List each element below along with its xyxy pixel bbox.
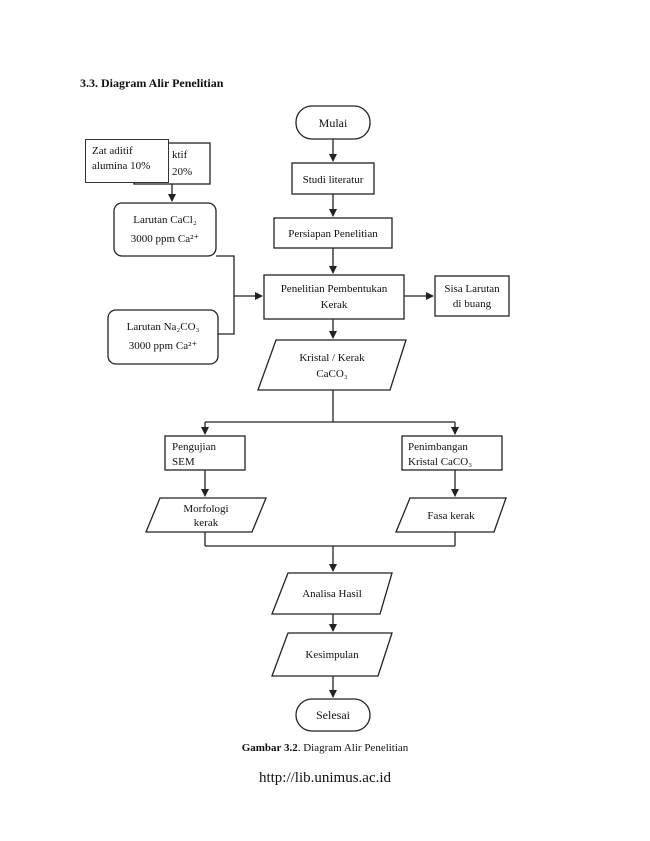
node-mulai-label: Mulai (319, 116, 348, 130)
node-larutan-cacl2: Larutan CaCl₂ 3000 ppm Ca²⁺ (113, 202, 217, 257)
node-sem-label-2: SEM (172, 456, 195, 468)
node-analisa-hasil: Analisa Hasil (271, 572, 393, 615)
node-morfologi-kerak: Morfologi kerak (145, 497, 267, 533)
node-fasa-label: Fasa kerak (427, 510, 475, 522)
node-mulai: Mulai (295, 105, 371, 140)
node-fasa-kerak: Fasa kerak (395, 497, 507, 533)
node-pembentukan-label-2: Kerak (321, 299, 348, 311)
node-morfologi-label-1: Morfologi (183, 503, 228, 515)
node-zat-aditif-front: Zat aditif alumina 10% (85, 139, 169, 183)
node-naco-label-1: Larutan Na₂CO₃ (127, 321, 200, 333)
node-persiapan: Persiapan Penelitian (273, 217, 393, 249)
node-aditif-back-label-2: 20% (172, 166, 192, 178)
node-sisa-larutan: Sisa Larutan di buang (434, 275, 510, 317)
node-penimbangan-label-2: Kristal CaCO₃ (408, 456, 472, 468)
node-cacl-label-1: Larutan CaCl₂ (133, 214, 197, 226)
node-aditif-front-label-2: alumina 10% (92, 160, 151, 172)
node-sisa-label-1: Sisa Larutan (444, 283, 500, 295)
node-persiapan-label: Persiapan Penelitian (288, 228, 378, 240)
node-morfologi-label-2: kerak (194, 517, 219, 529)
node-penimbangan-label-1: Penimbangan (408, 441, 468, 453)
node-larutan-na2co3: Larutan Na₂CO₃ 3000 ppm Ca²⁺ (107, 309, 219, 365)
node-penimbangan: Penimbangan Kristal CaCO₃ (401, 435, 503, 471)
node-pembentukan-label-1: Penelitian Pembentukan (281, 283, 388, 295)
node-aditif-back-label-1: ktif (172, 149, 188, 161)
figure-caption-label: Gambar 3.2 (241, 742, 298, 754)
section-heading: 3.3. Diagram Alir Penelitian (80, 76, 224, 90)
node-aditif-front-label-1: Zat aditif (92, 145, 133, 157)
node-cacl-label-2: 3000 ppm Ca²⁺ (131, 233, 200, 245)
footer-url: http://lib.unimus.ac.id (258, 770, 392, 786)
node-kristal-label-2: CaCO₃ (316, 368, 348, 380)
node-kristal-label-1: Kristal / Kerak (299, 352, 365, 364)
node-pembentukan-kerak: Penelitian Pembentukan Kerak (263, 274, 405, 320)
node-kesimpulan: Kesimpulan (271, 632, 393, 677)
node-sem-label-1: Pengujian (172, 441, 216, 453)
node-analisa-label: Analisa Hasil (302, 588, 362, 600)
node-kesimpulan-label: Kesimpulan (305, 649, 359, 661)
node-naco-label-2: 3000 ppm Ca²⁺ (129, 340, 198, 352)
connectors (168, 139, 459, 698)
node-sisa-label-2: di buang (453, 298, 492, 310)
node-studi-label: Studi literatur (303, 174, 364, 186)
figure-caption-text: . Diagram Alir Penelitian (297, 742, 409, 754)
node-pengujian-sem: Pengujian SEM (164, 435, 246, 471)
node-selesai: Selesai (295, 698, 371, 732)
node-studi-literatur: Studi literatur (291, 162, 375, 195)
node-kristal-kerak: Kristal / Kerak CaCO₃ (257, 339, 407, 391)
figure-caption: Gambar 3.2. Diagram Alir Penelitian (0, 742, 650, 754)
node-selesai-label: Selesai (316, 708, 351, 722)
